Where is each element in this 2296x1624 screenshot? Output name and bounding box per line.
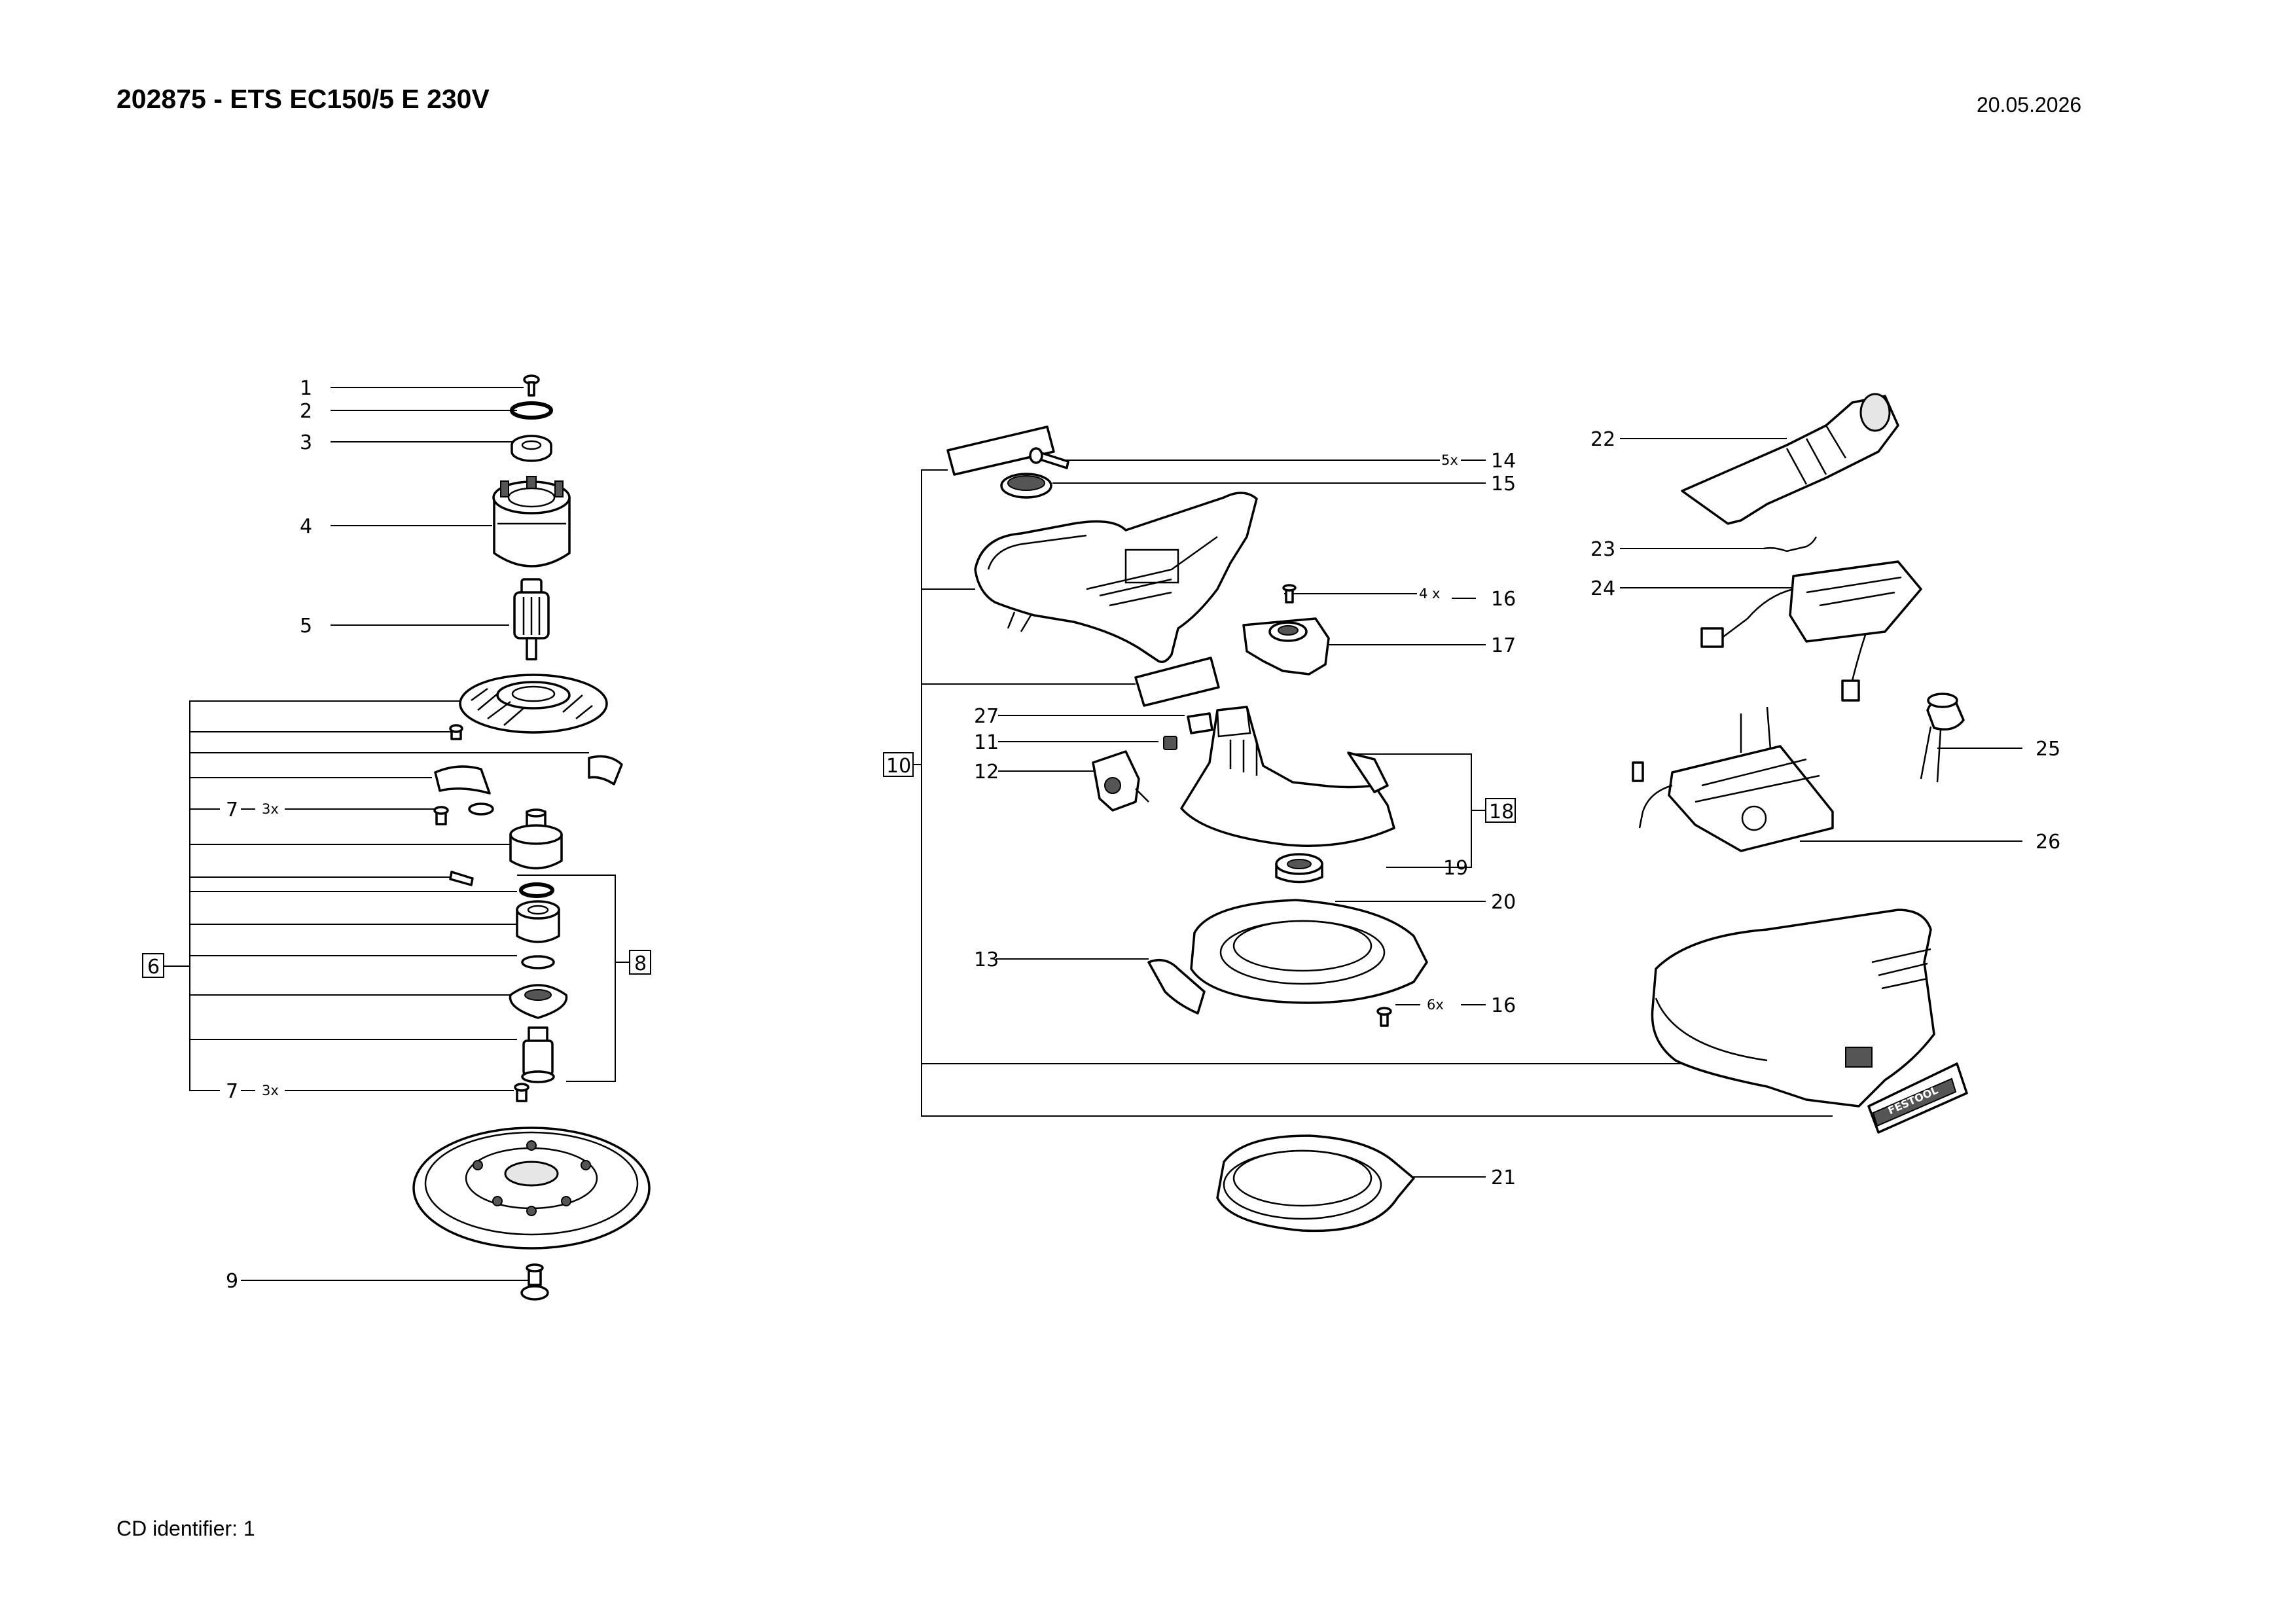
part-27-clip — [1187, 712, 1213, 734]
part-counterweight-left — [434, 765, 491, 795]
cd-identifier: CD identifier: 1 — [117, 1517, 255, 1540]
part-drive-hub — [509, 808, 563, 870]
part-screw-small — [449, 724, 463, 740]
middle-parts — [946, 425, 1428, 1233]
part-washer-2 — [521, 955, 555, 969]
qty-7b: 3x — [262, 1083, 279, 1098]
right-parts: FESTOOL — [1632, 393, 1968, 1134]
callout-box-8 — [629, 950, 651, 975]
part-circlip-2 — [519, 882, 554, 898]
callout-18: 18 — [1489, 801, 1514, 823]
part-22-handle — [1681, 393, 1899, 525]
qty-16b: 6x — [1427, 997, 1444, 1013]
callout-23: 23 — [1590, 538, 1615, 561]
part-6-fan-assembly — [459, 674, 608, 734]
callout-16b: 16 — [1491, 994, 1516, 1017]
callout-8: 8 — [634, 952, 647, 975]
part-15-knob — [1000, 473, 1052, 499]
part-11-spring — [1163, 736, 1177, 750]
part-label-plate — [946, 425, 1055, 476]
callout-24: 24 — [1590, 577, 1615, 600]
part-17-holder — [1242, 617, 1330, 676]
part-eccentric-shaft — [521, 1026, 555, 1083]
callout-box-10 — [883, 752, 914, 777]
part-pin — [449, 871, 474, 886]
part-3-bearing — [511, 435, 552, 462]
part-7-screw — [433, 806, 449, 825]
callout-11: 11 — [974, 731, 999, 754]
callout-1: 1 — [300, 377, 312, 400]
part-counterweight-right — [588, 755, 623, 785]
qty-7a: 3x — [262, 801, 279, 817]
callout-21: 21 — [1491, 1166, 1516, 1189]
qty-16a: 4 x — [1419, 586, 1440, 602]
callout-13: 13 — [974, 948, 999, 971]
callout-16a: 16 — [1491, 588, 1516, 611]
part-19-bearing — [1275, 853, 1323, 884]
callout-4: 4 — [300, 515, 312, 538]
callout-7b: 7 — [226, 1080, 238, 1103]
part-12-sensor — [1092, 750, 1149, 812]
callout-9: 9 — [226, 1270, 238, 1293]
callout-27: 27 — [974, 705, 999, 728]
right-leader-lines — [1620, 438, 2022, 842]
part-9-screw — [520, 1263, 549, 1301]
callout-26: 26 — [2036, 831, 2060, 854]
callout-labels: 1 2 3 4 5 6 7 3x 7 3x 8 9 10 27 11 12 13… — [147, 377, 2060, 1293]
callout-7a: 7 — [226, 799, 238, 821]
callout-15: 15 — [1491, 473, 1516, 496]
part-5-rotor — [513, 578, 550, 660]
callout-box-6 — [142, 953, 164, 978]
document-title: 202875 - ETS EC150/5 E 230V — [117, 84, 490, 114]
part-26-electronics — [1632, 706, 1834, 852]
part-bearing-flange — [509, 984, 568, 1019]
callout-20: 20 — [1491, 891, 1516, 914]
part-23-wire — [1763, 536, 1818, 552]
part-label-plate-2 — [1134, 657, 1220, 707]
part-25-connector — [1920, 693, 1965, 783]
callout-3: 3 — [300, 431, 312, 454]
part-housing-shell — [974, 492, 1258, 663]
part-washer — [468, 803, 494, 816]
callout-19: 19 — [1443, 857, 1468, 880]
qty-14: 5x — [1441, 452, 1458, 468]
middle-leader-lines — [913, 460, 1833, 1178]
part-24-switch — [1700, 560, 1922, 702]
callout-17: 17 — [1491, 634, 1516, 657]
document-date: 20.05.2026 — [1977, 93, 2082, 117]
part-sanding-pad — [412, 1127, 651, 1250]
part-7b-screw — [514, 1083, 529, 1102]
callout-25: 25 — [2036, 738, 2060, 761]
left-leader-lines — [164, 387, 630, 1281]
part-4-stator — [492, 476, 571, 568]
part-16-screw-top — [1282, 584, 1297, 604]
callout-box-18 — [1485, 798, 1516, 823]
callout-5: 5 — [300, 615, 312, 638]
part-20-ring-housing — [1190, 899, 1428, 1004]
callout-10: 10 — [886, 755, 911, 778]
callout-14: 14 — [1491, 450, 1516, 473]
part-motor-housing — [1651, 909, 1935, 1108]
part-18-bearing-cover — [1180, 706, 1395, 847]
left-parts — [412, 374, 651, 1301]
part-1-screw — [523, 374, 540, 397]
callout-2: 2 — [300, 400, 312, 423]
callout-22: 22 — [1590, 428, 1615, 451]
callout-6: 6 — [147, 956, 160, 979]
part-14-screw — [1029, 447, 1069, 469]
part-2-circlip — [510, 401, 553, 420]
part-16-screw-bottom — [1376, 1007, 1392, 1027]
callout-12: 12 — [974, 761, 999, 784]
part-bearing-2 — [516, 900, 560, 943]
part-13-hook — [1147, 958, 1206, 1015]
part-21-skirt-ring — [1216, 1134, 1415, 1233]
